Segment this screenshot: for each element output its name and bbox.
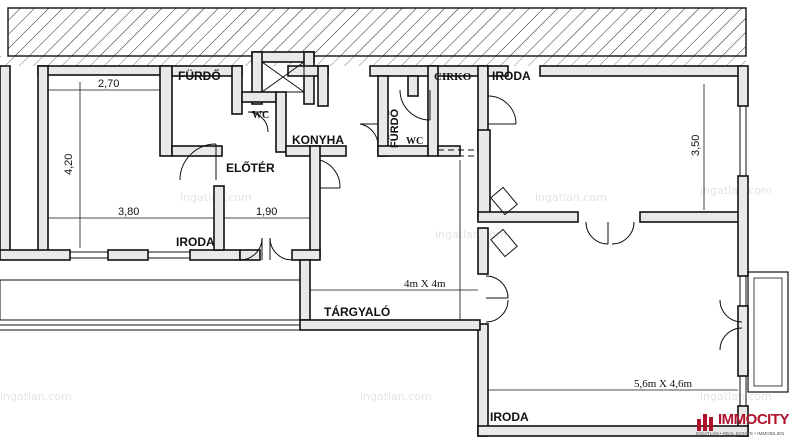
dimension-label: 1,90 bbox=[256, 206, 277, 218]
watermark: ingatlan.com bbox=[700, 184, 772, 197]
ventilation-shaft bbox=[261, 61, 305, 93]
room-label-iroda-bottom: IRODA bbox=[490, 410, 529, 424]
hatched-terrace bbox=[7, 7, 747, 57]
room-label-wc-left: WC bbox=[252, 110, 269, 121]
room-label-eloter: ELŐTÉR bbox=[226, 160, 275, 175]
watermark: ingatlan.com bbox=[360, 390, 432, 403]
walls bbox=[0, 51, 749, 437]
watermark: ingatlan.com bbox=[700, 390, 772, 403]
dimension-label: 3,80 bbox=[118, 206, 139, 218]
room-label-wc-mid: WC bbox=[406, 136, 423, 147]
immocity-logo: IMMOCITY INGATLAN • REAL ESTATE • IMMOBI… bbox=[696, 411, 790, 439]
room-label-iroda-left: IRODA bbox=[176, 235, 215, 249]
watermark: ingatlan.com bbox=[435, 228, 507, 241]
dimension-label: 5,6m X 4,6m bbox=[634, 378, 693, 390]
watermark: ingatlan.com bbox=[535, 191, 607, 204]
hatched-bottom-band bbox=[0, 56, 746, 66]
dimension-label: 3,50 bbox=[690, 135, 702, 156]
room-label-furdo-left: FÜRDŐ bbox=[178, 68, 221, 83]
dimension-lines bbox=[48, 82, 738, 391]
dimension-label: 4,20 bbox=[63, 154, 75, 175]
building-logo-icon bbox=[697, 414, 713, 431]
room-label-iroda-top-right: IRODA bbox=[492, 69, 531, 83]
watermarks: ingatlan.com ingatlan.com ingatlan.com i… bbox=[0, 184, 772, 403]
balcony bbox=[747, 271, 789, 393]
room-label-cirko: CIRKO bbox=[434, 71, 472, 83]
room-label-konyha: KONYHA bbox=[292, 133, 344, 147]
room-label-targyalo: TÁRGYALÓ bbox=[324, 304, 390, 319]
dimension-label: 4m X 4m bbox=[404, 278, 446, 290]
doors bbox=[179, 89, 743, 351]
watermark: ingatlan.com bbox=[0, 390, 72, 403]
dimension-label: 2,70 bbox=[98, 78, 119, 90]
room-label-furdo-mid: FÜRDŐ bbox=[388, 108, 401, 148]
logo-tagline: INGATLAN • REAL ESTATE • IMMOBILIEN bbox=[696, 431, 785, 436]
logo-brand: IMMOCITY bbox=[718, 411, 790, 428]
